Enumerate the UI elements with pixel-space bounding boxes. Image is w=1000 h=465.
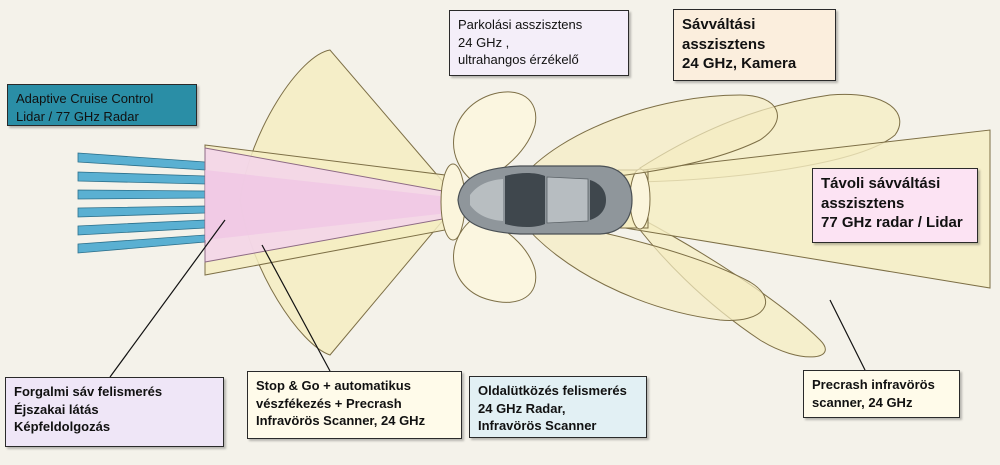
leader-line-stop-go xyxy=(261,244,331,372)
label-parking-assistant: Parkolási asszisztens 24 GHz , ultrahang… xyxy=(449,10,629,76)
label-stop-and-go: Stop & Go + automatikus vészfékezés + Pr… xyxy=(247,371,462,439)
leader-line-precrash xyxy=(829,299,866,371)
label-line: Éjszakai látás xyxy=(14,401,99,417)
label-line: Infravörös Scanner, 24 GHz xyxy=(256,413,426,429)
label-adaptive-cruise-control: Adaptive Cruise Control Lidar / 77 GHz R… xyxy=(7,84,197,126)
label-lane-recognition: Forgalmi sáv felismerés Éjszakai látás K… xyxy=(5,377,224,447)
label-line: asszisztens xyxy=(682,35,766,53)
car xyxy=(457,165,633,235)
label-remote-lane-change-assistant: Távoli sávváltási asszisztens 77 GHz rad… xyxy=(812,168,978,243)
label-line: asszisztens xyxy=(821,194,905,212)
label-line: 24 GHz Radar, xyxy=(478,400,566,416)
label-lane-change-assistant: Sávváltási asszisztens 24 GHz, Kamera xyxy=(673,9,836,81)
label-line: vészfékezés + Precrash xyxy=(256,395,402,411)
label-line: 24 GHz, Kamera xyxy=(682,55,797,72)
left-side-lobe-lower xyxy=(453,214,537,303)
label-line: 77 GHz radar / Lidar xyxy=(821,214,963,231)
label-line: Oldalütközés felismerés xyxy=(478,383,627,398)
label-precrash-infrared-scanner: Precrash infravörös scanner, 24 GHz xyxy=(803,370,960,418)
car-rear-window xyxy=(590,180,606,220)
infrared-scanner-beam-inner xyxy=(205,170,520,240)
label-line: Forgalmi sáv felismerés xyxy=(14,384,163,399)
leader-lines xyxy=(109,219,866,378)
label-line: Stop & Go + automatikus xyxy=(256,378,411,393)
label-line: Képfeldolgozás xyxy=(14,419,111,435)
label-line: scanner, 24 GHz xyxy=(812,394,913,410)
label-line: Távoli sávváltási xyxy=(821,175,941,192)
lane-change-lobe-lower xyxy=(519,217,767,321)
rear-sensor-lens xyxy=(629,168,651,230)
label-line: 24 GHz , xyxy=(458,34,510,50)
label-line: Infravörös Scanner xyxy=(478,418,597,434)
label-line: Sávváltási xyxy=(682,16,756,33)
leader-line-lane-recognition xyxy=(109,219,226,378)
lidar-beam xyxy=(77,189,206,200)
left-side-lobe-upper xyxy=(453,91,537,186)
label-line: Precrash infravörös xyxy=(812,377,935,392)
label-line: Lidar / 77 GHz Radar xyxy=(16,108,139,124)
car-hood-highlight xyxy=(470,179,503,221)
label-line: Parkolási asszisztens xyxy=(458,17,583,32)
car-roof xyxy=(546,176,589,224)
label-line: ultrahangos érzékelő xyxy=(458,52,579,68)
car-windshield xyxy=(505,173,545,227)
label-side-impact-detection: Oldalütközés felismerés 24 GHz Radar, In… xyxy=(469,376,647,438)
label-line: Adaptive Cruise Control xyxy=(16,91,154,106)
